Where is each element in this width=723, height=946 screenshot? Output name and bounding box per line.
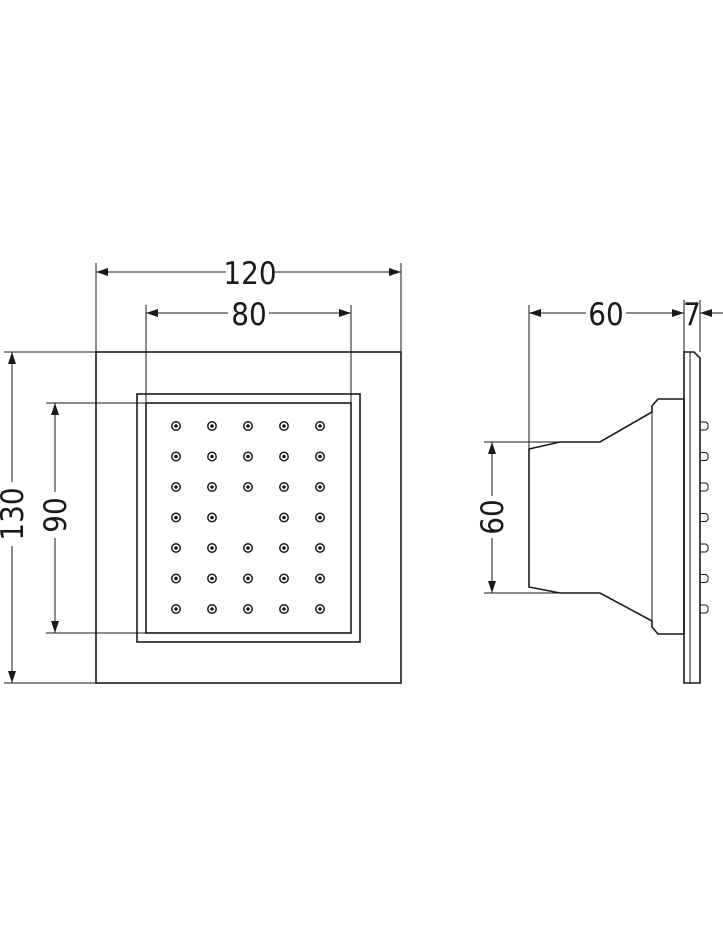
dim-plate-thickness: 7 [683, 297, 723, 333]
nozzle-center [210, 546, 214, 550]
nozzle-center [174, 576, 178, 581]
front-nozzle-grid [171, 421, 325, 614]
nozzle-center [282, 546, 286, 550]
dim-plate-thickness-label: 7 [683, 297, 701, 333]
nozzle-center [318, 454, 322, 459]
side-nozzle [700, 574, 709, 583]
nozzle-center [210, 424, 214, 428]
front-face-plate [145, 402, 352, 634]
dim-outer-height-label: 130 [0, 487, 31, 540]
side-nozzle [700, 452, 709, 461]
front-outer-plate [95, 351, 402, 684]
nozzle-center [210, 485, 214, 489]
nozzle-center [246, 485, 250, 489]
dim-body-depth-label: 60 [588, 297, 623, 333]
nozzle-center [318, 546, 322, 550]
dim-outer-height: 130 [0, 352, 31, 683]
dim-outer-width-label: 120 [223, 256, 276, 292]
nozzle-center [246, 424, 250, 428]
side-body-profile [528, 398, 685, 635]
nozzle-center [174, 454, 178, 459]
nozzle-center [318, 485, 322, 489]
nozzle-center [210, 607, 214, 611]
nozzle-center [174, 424, 178, 428]
nozzle-center [246, 454, 250, 459]
nozzle-center [282, 424, 286, 428]
side-front-plate [683, 351, 701, 684]
nozzle-center [318, 515, 322, 520]
nozzle-center [282, 454, 286, 459]
nozzle-center [210, 515, 214, 520]
side-nozzle-row [700, 421, 709, 614]
dim-inner-height: 90 [38, 403, 74, 633]
nozzle-center [318, 424, 322, 428]
nozzle-center [318, 576, 322, 581]
side-nozzle [700, 482, 709, 492]
dim-body-height: 60 [475, 442, 511, 593]
dim-inner-width-label: 80 [231, 297, 266, 333]
nozzle-center [174, 607, 178, 611]
nozzle-center [246, 576, 250, 581]
front-inner-frame [136, 393, 361, 643]
side-view: 60 7 60 [475, 297, 723, 684]
nozzle-center [174, 515, 178, 520]
dim-inner-height-label: 90 [38, 497, 74, 532]
dim-body-height-label: 60 [475, 499, 511, 534]
nozzle-center [246, 607, 250, 611]
nozzle-center [174, 485, 178, 489]
nozzle-center [282, 607, 286, 611]
nozzle-center [318, 607, 322, 611]
nozzle-center [282, 485, 286, 489]
dim-outer-width: 120 [96, 256, 401, 292]
nozzle-center [174, 546, 178, 550]
side-nozzle [700, 513, 709, 522]
side-nozzle [700, 543, 709, 553]
nozzle-center [282, 576, 286, 581]
side-nozzle [700, 421, 709, 431]
nozzle-center [282, 515, 286, 520]
dim-body-depth: 60 [529, 297, 684, 333]
side-nozzle [700, 604, 709, 614]
nozzle-center [246, 546, 250, 550]
nozzle-center [210, 454, 214, 459]
front-view: 120 80 130 90 [0, 256, 402, 684]
dim-inner-width: 80 [146, 297, 351, 333]
nozzle-center [210, 576, 214, 581]
